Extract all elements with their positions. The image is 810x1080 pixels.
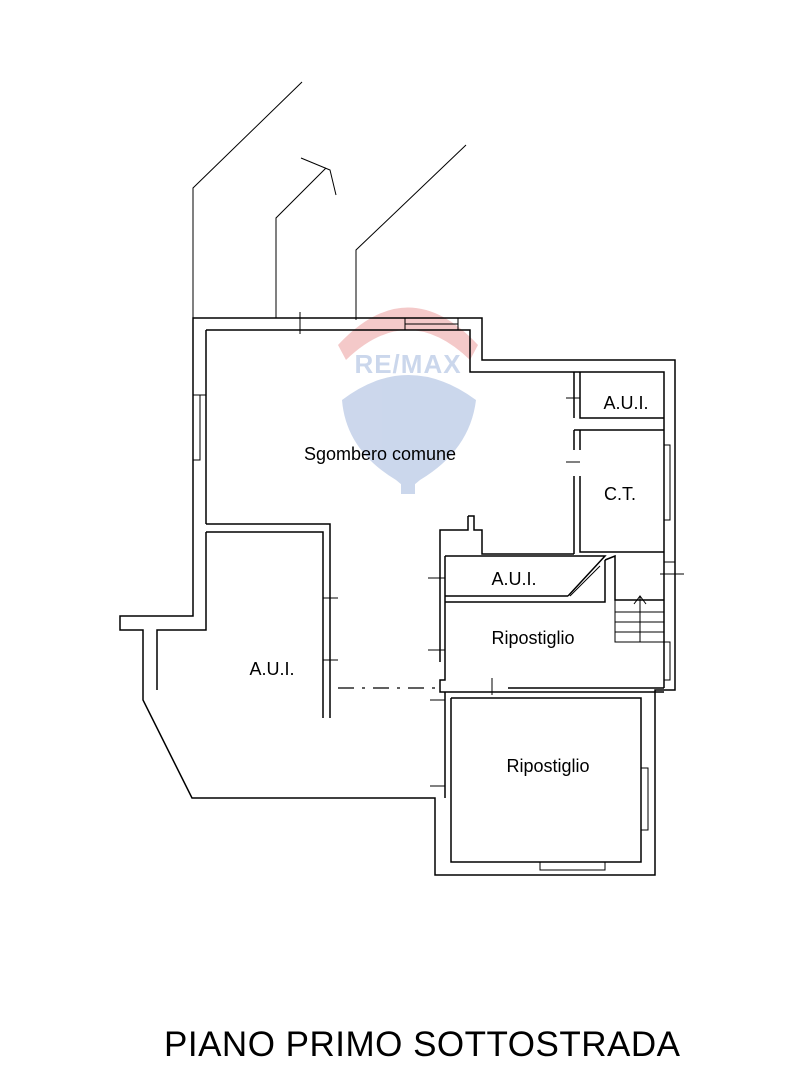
- room-label-ripostiglio-large: Ripostiglio: [506, 756, 589, 776]
- stair-diagonals: [569, 565, 601, 597]
- room-label-aui-top-right: A.U.I.: [603, 393, 648, 413]
- balloon-body: [342, 375, 476, 490]
- rip-large-inner: [450, 697, 642, 863]
- ct-window: [664, 444, 671, 521]
- rip-large-right-window: [641, 767, 649, 831]
- stair-landing: [604, 554, 664, 601]
- watermark-text: RE/MAX: [354, 349, 461, 379]
- outer-wall-line: [119, 317, 676, 876]
- balloon-top-stripe: [338, 307, 478, 360]
- inner-wall-left-lower: [156, 532, 207, 690]
- left-diagonal-wall: [192, 81, 303, 318]
- aui-corridor-bottom-b: [445, 560, 606, 603]
- entry-arrow-icon: [300, 157, 337, 196]
- room-label-sgombero: Sgombero comune: [304, 444, 456, 464]
- right-service-rooms: [566, 372, 671, 554]
- corridor-left-wall-outer: [439, 516, 469, 662]
- partition-left-aui: [206, 523, 440, 718]
- plan-title: PIANO PRIMO SOTTOSTRADA: [164, 1025, 681, 1064]
- aui-tr-inner: [579, 372, 664, 419]
- balloon-basket: [401, 484, 415, 494]
- right-diagonal-wall: [355, 144, 467, 320]
- room-label-aui-left: A.U.I.: [249, 659, 294, 679]
- middle-diagonal-wall: [275, 167, 327, 318]
- remax-watermark: RE/MAX: [338, 307, 478, 494]
- stair-frame: [614, 600, 664, 643]
- outer-walls: [119, 312, 676, 876]
- rip-small-window: [664, 641, 671, 681]
- room-labels: Sgombero comune A.U.I. C.T. A.U.I. Ripos…: [249, 393, 648, 776]
- inner-wall-top: [206, 329, 665, 688]
- room-label-aui-corridor: A.U.I.: [491, 569, 536, 589]
- rip-large-bottom-window: [539, 862, 606, 871]
- stair-arrowhead-icon: [633, 595, 647, 605]
- corridor-walls: [428, 515, 607, 662]
- left-window: [193, 394, 201, 461]
- aui-left-top-wall: [206, 523, 331, 718]
- room-label-ripostiglio-small: Ripostiglio: [491, 628, 574, 648]
- staircase: [569, 554, 684, 643]
- sgombero-lower-step: [468, 515, 574, 555]
- ripostiglio-walls: [430, 641, 671, 871]
- aui-corridor-top: [445, 555, 607, 597]
- room-label-ct: C.T.: [604, 484, 636, 504]
- access-lines: [192, 81, 467, 320]
- aui-left-top-wall-inner: [206, 531, 324, 718]
- ct-bottom-wall: [579, 476, 664, 553]
- rip-small-bottom-outer: [439, 662, 664, 693]
